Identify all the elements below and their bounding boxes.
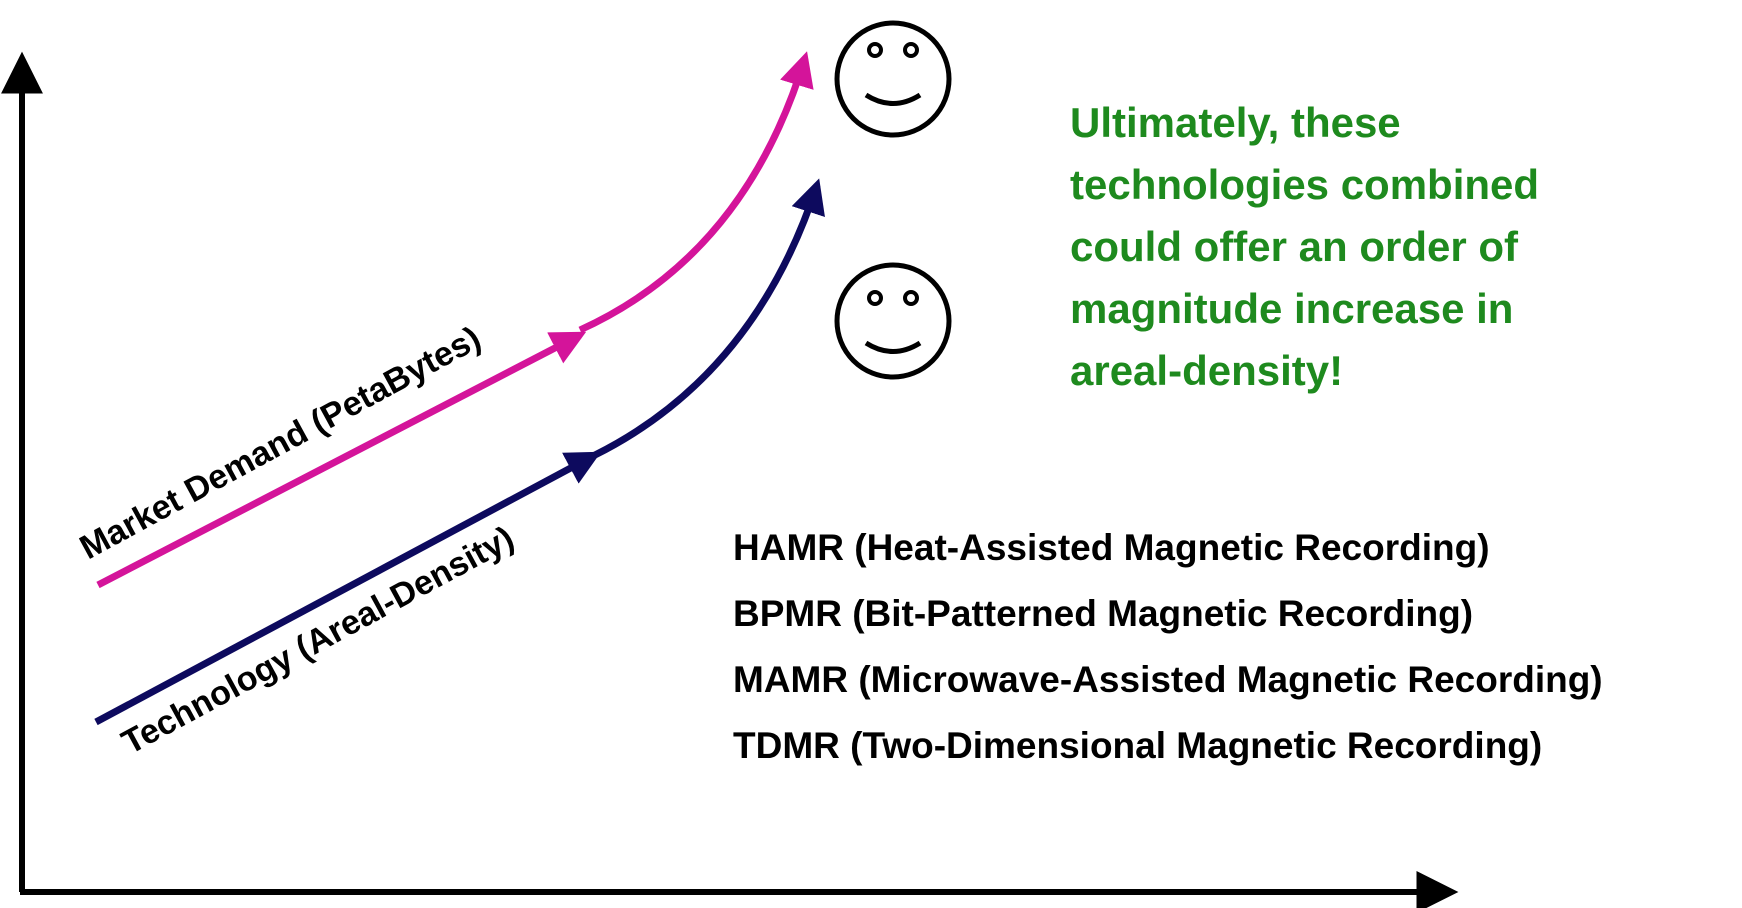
technology-label: Technology (Areal-Density) [116, 519, 520, 762]
market-demand-label: Market Demand (PetaBytes) [74, 319, 487, 567]
smiley-face-icon [834, 262, 952, 380]
market-demand-rising-segment [578, 51, 814, 334]
callout-line: could offer an order of [1070, 223, 1519, 270]
technology-curve [94, 178, 825, 726]
callout-line: magnitude increase in [1070, 285, 1514, 332]
list-item-bpmr: BPMR (Bit-Patterned Magnetic Recording) [733, 593, 1474, 634]
recording-technologies-list: HAMR (Heat-Assisted Magnetic Recording) … [733, 515, 1603, 779]
callout-line: areal-density! [1070, 347, 1344, 394]
areal-density-callout: Ultimately, these technologies combined … [1070, 92, 1730, 402]
smiley-face-icon [834, 20, 952, 138]
list-item-hamr: HAMR (Heat-Assisted Magnetic Recording) [733, 527, 1490, 568]
market-demand-curve [96, 51, 814, 589]
callout-line: technologies combined [1070, 161, 1540, 208]
callout-line: Ultimately, these [1070, 99, 1401, 146]
market-demand-straight-segment [96, 331, 587, 589]
technology-rising-segment [593, 178, 825, 459]
list-item-tdmr: TDMR (Two-Dimensional Magnetic Recording… [733, 725, 1543, 766]
list-item-mamr: MAMR (Microwave-Assisted Magnetic Record… [733, 659, 1603, 700]
technology-straight-segment [94, 451, 602, 726]
